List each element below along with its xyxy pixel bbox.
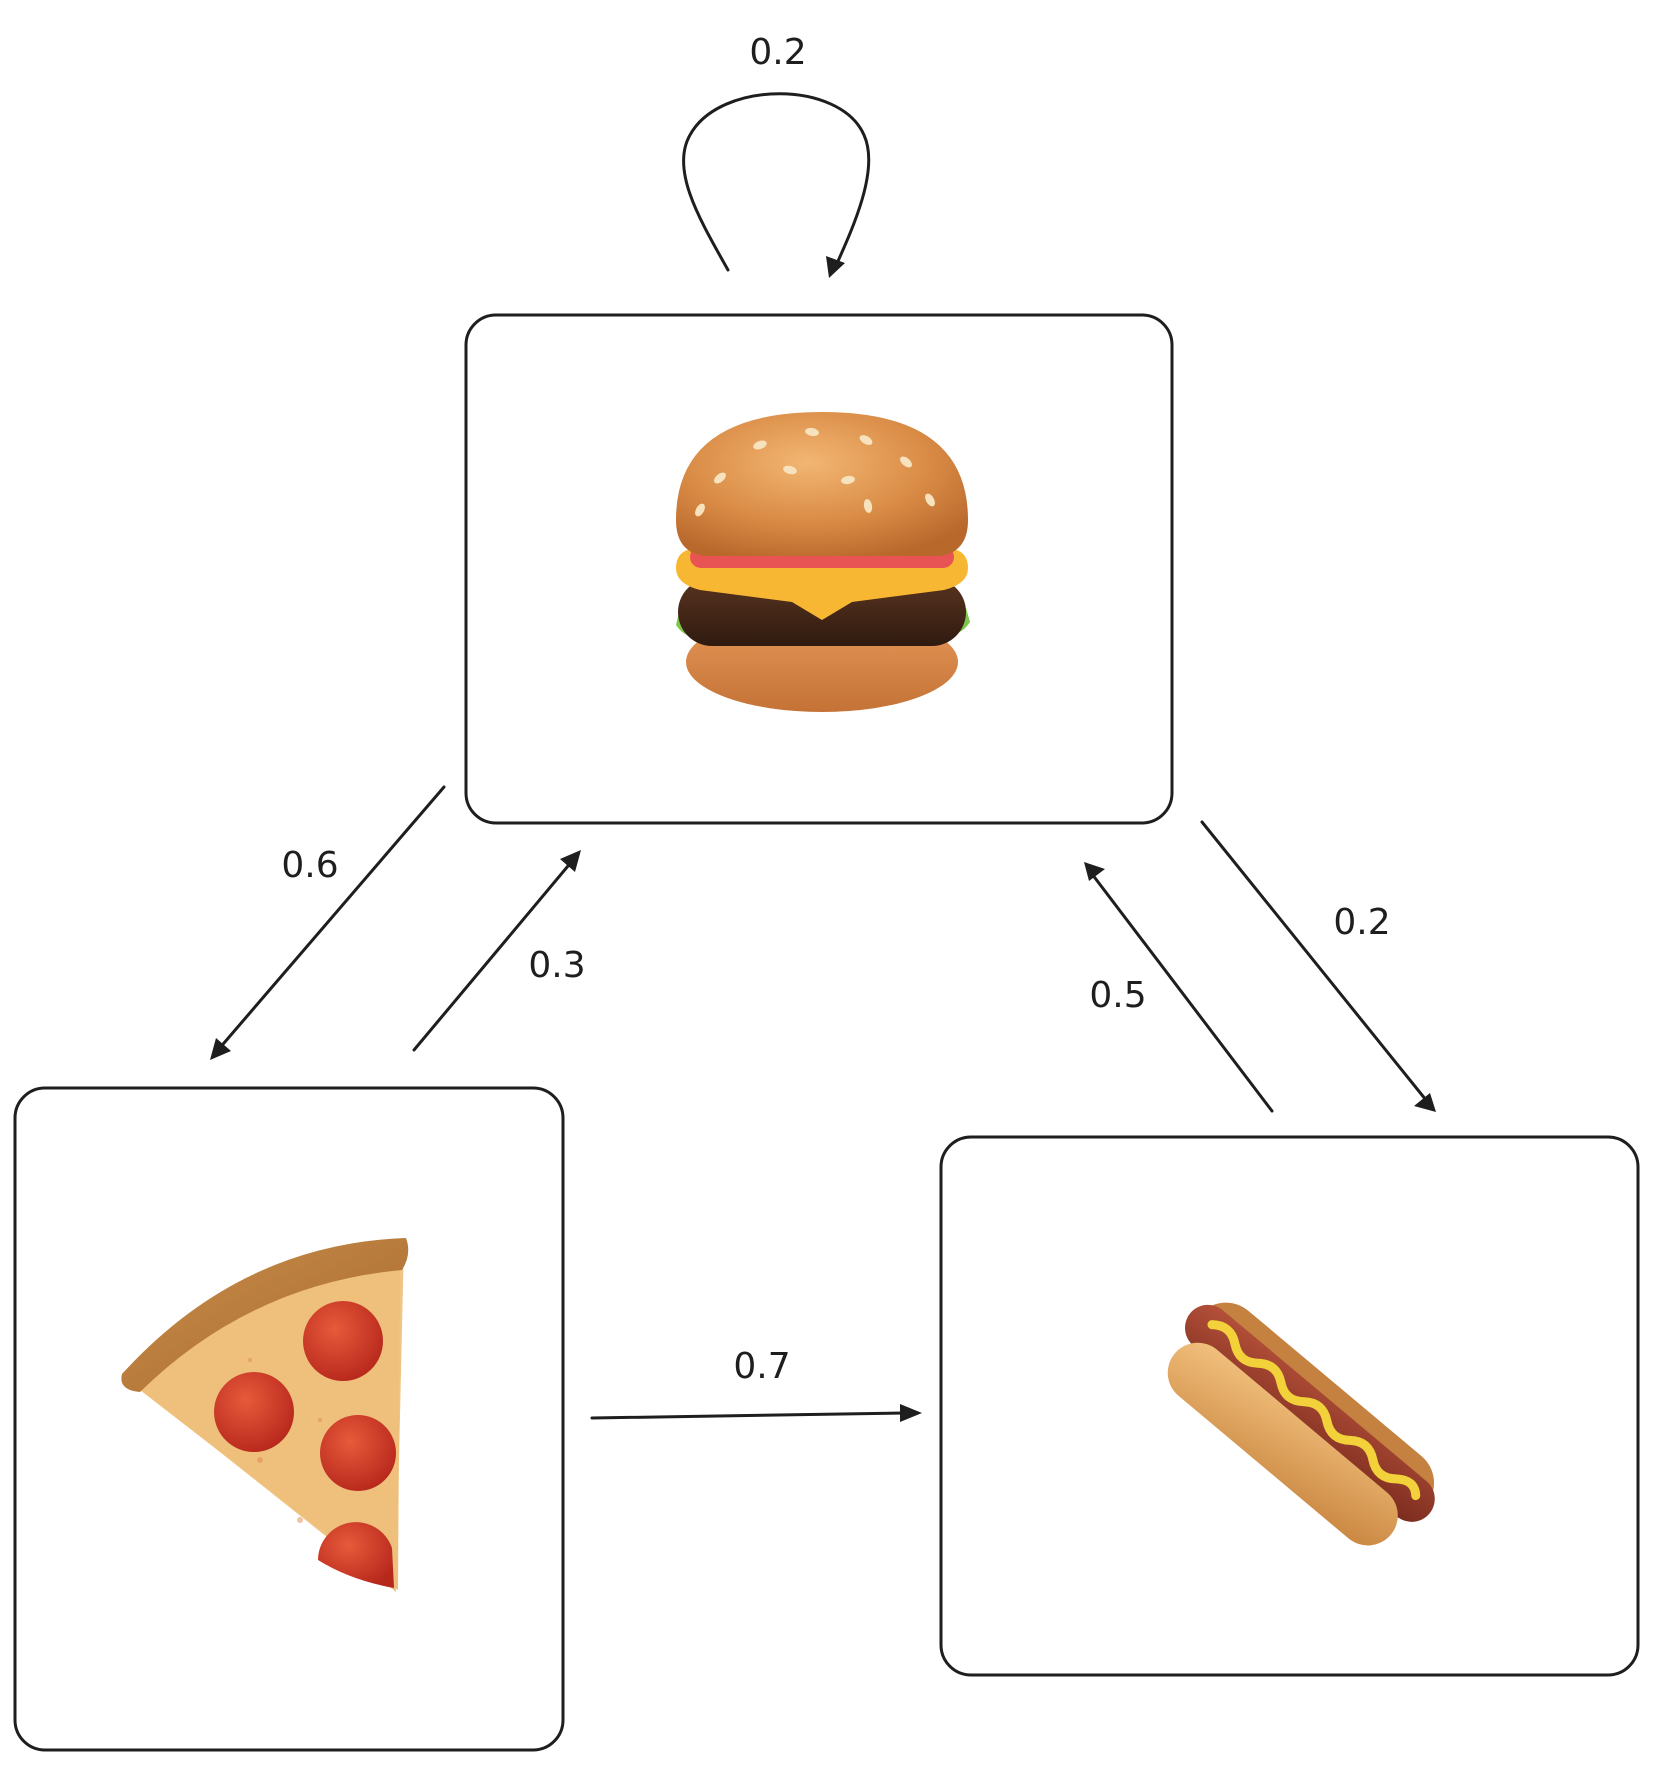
edge-label-burger-self: 0.2 <box>749 32 806 73</box>
edge-label-burger-pizza: 0.6 <box>281 845 338 886</box>
node-hotdog <box>939 1135 1640 1677</box>
edge-pizza-to-hotdog: 0.7 <box>590 1346 922 1422</box>
edge-label-hotdog-burger: 0.5 <box>1089 975 1146 1016</box>
edge-pizza-to-burger: 0.3 <box>412 850 586 1052</box>
edge-label-pizza-hotdog: 0.7 <box>733 1346 790 1387</box>
node-burger <box>464 313 1174 825</box>
hamburger-icon <box>676 412 970 712</box>
edge-burger-self: 0.2 <box>682 32 871 278</box>
edge-burger-to-hotdog: 0.2 <box>1200 820 1436 1112</box>
edge-hotdog-to-burger: 0.5 <box>1084 862 1274 1113</box>
edge-burger-to-pizza: 0.6 <box>210 785 446 1060</box>
hot-dog-icon <box>1167 1302 1435 1546</box>
node-pizza <box>13 1086 565 1752</box>
edge-label-pizza-burger: 0.3 <box>528 945 585 986</box>
pizza-slice-icon <box>121 1238 409 1592</box>
edge-label-burger-hotdog: 0.2 <box>1333 902 1390 943</box>
